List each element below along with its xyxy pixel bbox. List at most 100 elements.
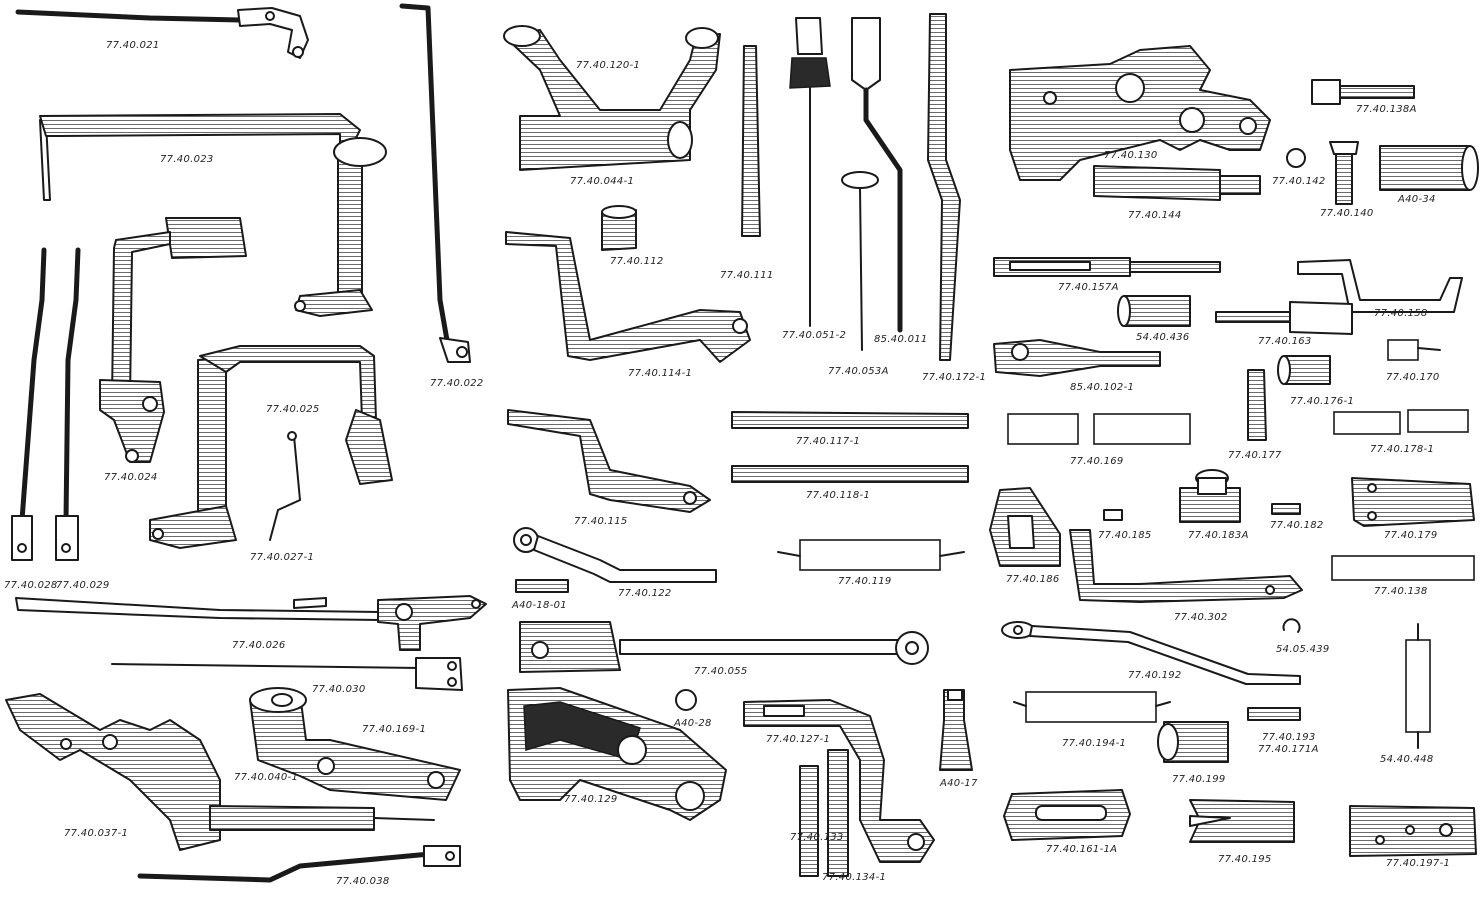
part-77-40-182 — [1271, 503, 1301, 515]
label-77-40-157A: 77.40.157A — [1058, 282, 1119, 293]
part-77-40-169 — [1007, 413, 1191, 445]
part-77-40-199 — [1157, 721, 1229, 763]
label-77-40-138A: 77.40.138A — [1356, 104, 1417, 115]
part-77-40-055 — [519, 621, 929, 673]
label-77-40-170: 77.40.170 — [1386, 372, 1440, 383]
label-77-40-144: 77.40.144 — [1128, 210, 1182, 221]
part-77-40-028 — [11, 247, 47, 561]
label-77-40-021: 77.40.021 — [106, 40, 160, 51]
label-77-40-044-1: 77.40.044-1 — [570, 176, 635, 187]
part-77-40-170 — [1387, 339, 1441, 361]
label-77-40-025: 77.40.025 — [266, 404, 320, 415]
label-A40-18-01: A40-18-01 — [512, 600, 567, 611]
label-77-40-027-1: 77.40.027-1 — [250, 552, 315, 563]
label-77-40-129: 77.40.129 — [564, 794, 618, 805]
label-77-40-024: 77.40.024 — [104, 472, 158, 483]
label-77-40-053A: 77.40.053A — [828, 366, 889, 377]
label-54-40-448: 54.40.448 — [1380, 754, 1434, 765]
part-A40-18-01 — [515, 579, 569, 593]
label-85-40-102-1: 85.40.102-1 — [1070, 382, 1135, 393]
part-77-40-194-1 — [1013, 691, 1171, 723]
label-77-40-118-1: 77.40.118-1 — [806, 490, 871, 501]
part-77-40-140 — [1329, 141, 1359, 205]
part-77-40-158 — [1297, 259, 1463, 313]
label-77-40-186: 77.40.186 — [1006, 574, 1060, 585]
part-77-40-029 — [55, 247, 81, 561]
part-77-40-157A — [993, 257, 1221, 277]
label-77-40-038: 77.40.038 — [336, 876, 390, 887]
part-77-40-111 — [741, 45, 761, 237]
part-77-40-195 — [1189, 799, 1295, 843]
label-77-40-176-1: 77.40.176-1 — [1290, 396, 1355, 407]
label-77-40-178-1: 77.40.178-1 — [1370, 444, 1435, 455]
part-77-40-024 — [99, 217, 247, 463]
part-77-40-172-1 — [927, 13, 961, 361]
label-77-40-171A: 77.40.171A — [1258, 744, 1319, 755]
part-77-40-037-1 — [5, 693, 435, 851]
part-77-40-133 — [799, 749, 849, 877]
label-77-40-130: 77.40.130 — [1104, 150, 1158, 161]
part-77-40-176-1 — [1277, 355, 1331, 385]
label-77-40-127-1: 77.40.127-1 — [766, 734, 831, 745]
label-A40-34: A40-34 — [1398, 194, 1436, 205]
label-77-40-182: 77.40.182 — [1270, 520, 1324, 531]
label-77-40-134-1: 77.40.134-1 — [822, 872, 887, 883]
part-77-40-302 — [1069, 529, 1303, 603]
part-77-40-118-1 — [731, 465, 969, 483]
part-77-40-114-1 — [505, 231, 751, 363]
part-77-40-053A — [851, 17, 903, 333]
label-77-40-158: 77.40.158 — [1374, 308, 1428, 319]
label-77-40-195: 77.40.195 — [1218, 854, 1272, 865]
part-77-40-122 — [513, 527, 717, 583]
label-77-40-302: 77.40.302 — [1174, 612, 1228, 623]
label-85-40-011: 85.40.011 — [874, 334, 928, 345]
label-77-40-183A: 77.40.183A — [1188, 530, 1249, 541]
label-77-40-169-1: 77.40.169-1 — [362, 724, 427, 735]
part-77-40-179 — [1351, 477, 1475, 527]
label-77-40-120-1: 77.40.120-1 — [576, 60, 641, 71]
label-77-40-023: 77.40.023 — [160, 154, 214, 165]
part-A40-17 — [939, 689, 973, 771]
label-A40-28: A40-28 — [674, 718, 712, 729]
label-77-40-114-1: 77.40.114-1 — [628, 368, 693, 379]
label-77-40-177: 77.40.177 — [1228, 450, 1282, 461]
part-77-40-192 — [1001, 621, 1301, 685]
part-54-40-448 — [1405, 623, 1431, 749]
label-A40-17: A40-17 — [940, 778, 978, 789]
part-77-40-051-2 — [789, 17, 831, 327]
part-77-40-138A — [1311, 79, 1415, 105]
part-77-40-026 — [15, 595, 487, 651]
label-77-40-028: 77.40.028 — [4, 580, 58, 591]
label-54-05-439: 54.05.439 — [1276, 644, 1330, 655]
part-77-40-027-1 — [269, 431, 302, 541]
part-77-40-142 — [1286, 148, 1306, 168]
label-77-40-022: 77.40.022 — [430, 378, 484, 389]
part-77-40-178-1 — [1333, 409, 1469, 435]
label-77-40-115: 77.40.115 — [574, 516, 628, 527]
part-77-40-161-1A — [1003, 789, 1131, 841]
label-77-40-138: 77.40.138 — [1374, 586, 1428, 597]
label-77-40-172-1: 77.40.172-1 — [922, 372, 987, 383]
part-77-40-025 — [149, 345, 393, 549]
label-77-40-179: 77.40.179 — [1384, 530, 1438, 541]
label-77-40-119: 77.40.119 — [838, 576, 892, 587]
part-85-40-011 — [841, 171, 879, 351]
part-77-40-183A — [1179, 469, 1241, 523]
part-A40-34 — [1379, 145, 1479, 191]
part-77-40-023 — [39, 113, 387, 317]
label-77-40-040-1: 77.40.040-1 — [234, 772, 299, 783]
label-77-40-193: 77.40.193 — [1262, 732, 1316, 743]
part-77-40-129 — [507, 687, 727, 821]
label-77-40-163: 77.40.163 — [1258, 336, 1312, 347]
part-54-40-436 — [1117, 295, 1191, 327]
part-77-40-163 — [1215, 301, 1353, 335]
label-77-40-142: 77.40.142 — [1272, 176, 1326, 187]
label-54-40-436: 54.40.436 — [1136, 332, 1190, 343]
part-77-40-130 — [1009, 45, 1271, 181]
part-77-40-021 — [15, 7, 309, 59]
label-77-40-112: 77.40.112 — [610, 256, 664, 267]
label-77-40-037-1: 77.40.037-1 — [64, 828, 129, 839]
part-A40-28 — [675, 689, 697, 711]
part-77-40-193 — [1247, 707, 1301, 721]
